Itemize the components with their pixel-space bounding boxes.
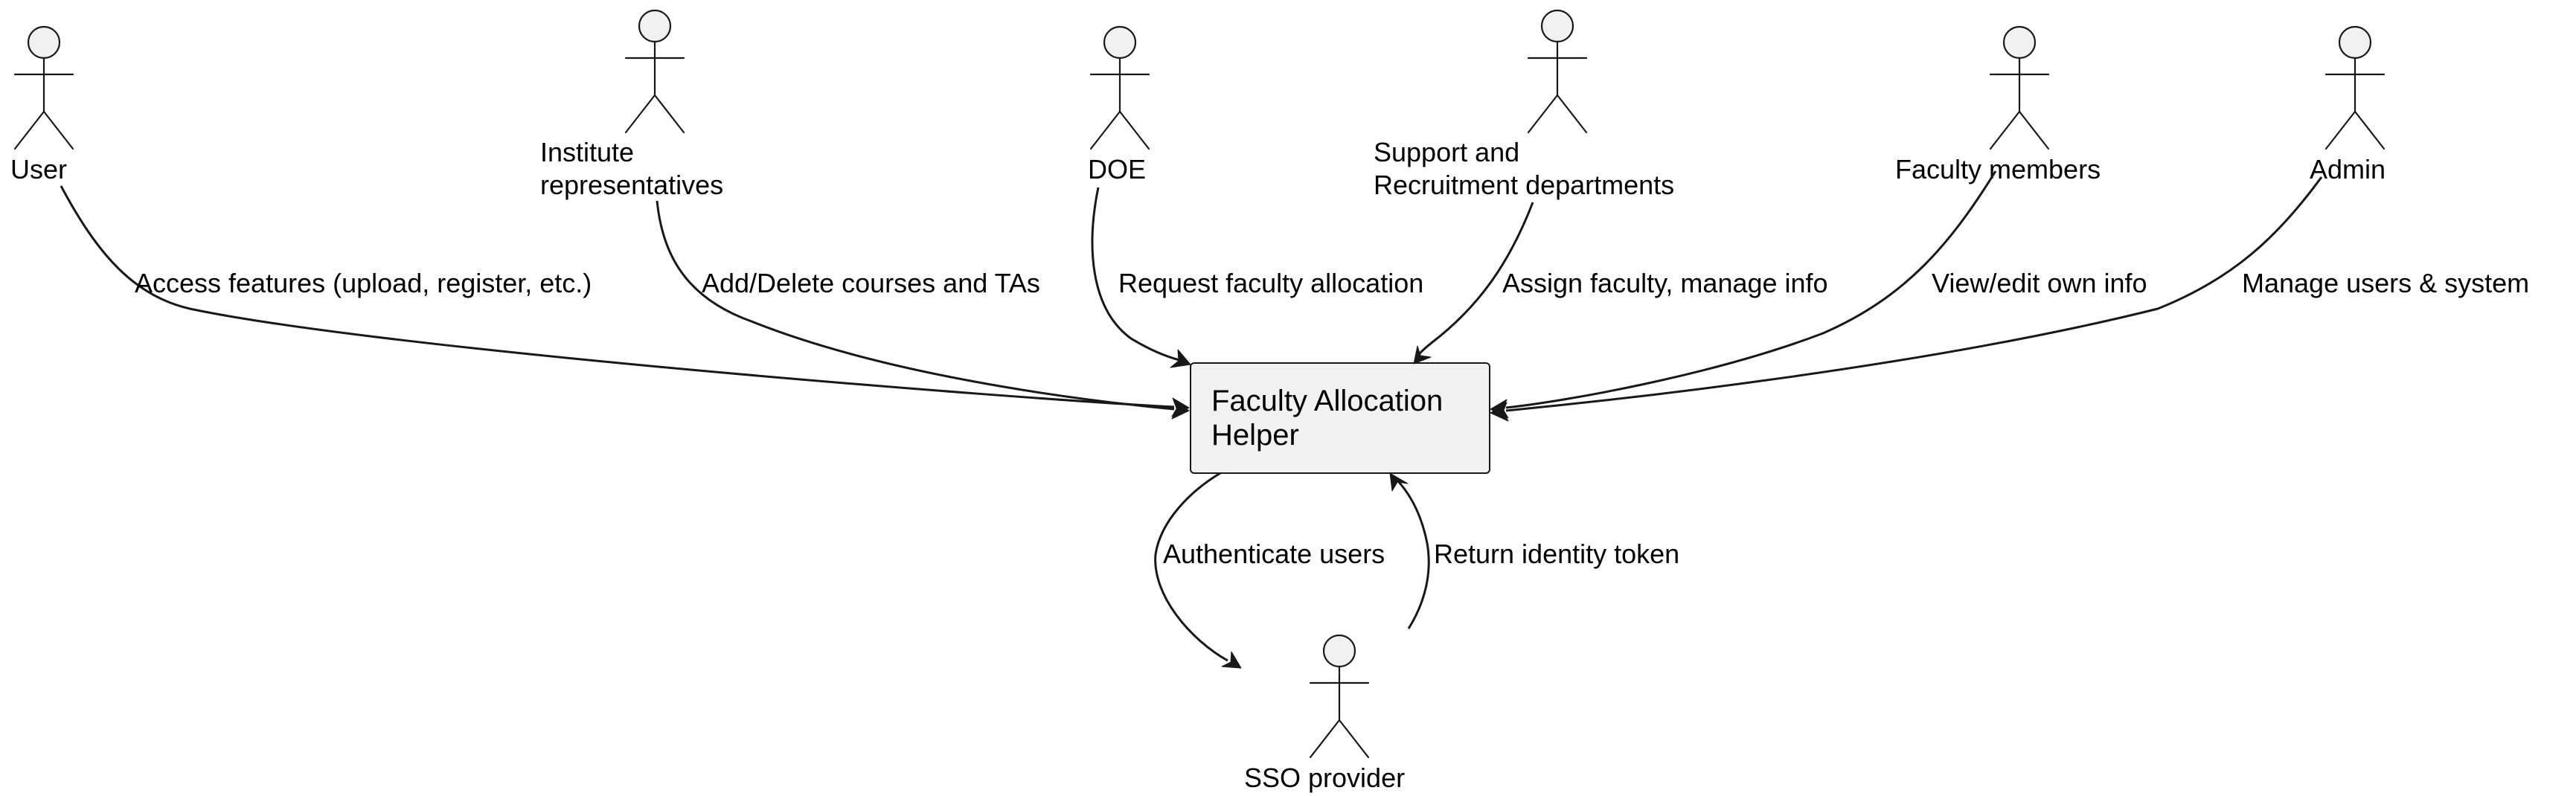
edge-faculty-label: View/edit own info <box>1932 268 2147 298</box>
actor-user-icon <box>13 25 74 150</box>
edge-token: Return identity token <box>1389 472 1679 629</box>
edge-institute-label: Add/Delete courses and TAs <box>702 268 1040 298</box>
actor-doe-icon <box>1089 25 1150 150</box>
edge-admin: Manage users & system <box>1490 176 2529 422</box>
actor-admin-icon <box>2325 25 2386 150</box>
actor-institute-icon <box>624 9 685 134</box>
actor-doe: DOE <box>1088 25 1150 184</box>
actor-support-icon <box>1527 9 1588 134</box>
actor-institute-label: Institute representatives <box>540 137 723 200</box>
edge-doe: Request faculty allocation <box>1091 187 1423 368</box>
edge-token-label: Return identity token <box>1434 539 1679 569</box>
edge-user: Access features (upload, register, etc.) <box>60 185 1190 417</box>
edge-authenticate-label: Authenticate users <box>1163 539 1385 569</box>
actor-sso-provider: SSO provider <box>1244 634 1405 793</box>
actor-support-label: Support and Recruitment departments <box>1374 137 1674 200</box>
edge-institute: Add/Delete courses and TAs <box>656 200 1190 420</box>
actor-user: User <box>10 25 74 184</box>
edge-authenticate-arrowhead <box>1221 651 1242 669</box>
actor-support-recruitment: Support and Recruitment departments <box>1374 9 1674 200</box>
edge-institute-arrowhead <box>1171 399 1190 420</box>
edge-user-label: Access features (upload, register, etc.) <box>135 268 592 298</box>
edge-support-arrowhead <box>1413 345 1432 365</box>
system-faculty-allocation-helper: Faculty Allocation Helper <box>1190 362 1490 474</box>
actor-user-label: User <box>10 154 67 184</box>
edge-support-label: Assign faculty, manage info <box>1502 268 1828 298</box>
edge-support: Assign faculty, manage info <box>1413 202 1828 365</box>
actor-institute-representatives: Institute representatives <box>540 9 723 200</box>
actor-admin-label: Admin <box>2310 154 2386 184</box>
edge-admin-label: Manage users & system <box>2242 268 2529 298</box>
edge-authenticate: Authenticate users <box>1154 472 1385 669</box>
actor-faculty-label: Faculty members <box>1895 154 2101 184</box>
edge-doe-arrowhead <box>1170 349 1191 368</box>
actor-faculty-icon <box>1989 25 2050 150</box>
actor-sso-icon <box>1309 634 1370 759</box>
actor-admin: Admin <box>2310 25 2386 184</box>
system-box <box>1190 362 1490 474</box>
edge-doe-label: Request faculty allocation <box>1118 268 1423 298</box>
actor-faculty-members: Faculty members <box>1895 25 2101 184</box>
actor-doe-label: DOE <box>1088 154 1146 184</box>
edge-admin-arrowhead <box>1490 402 1509 422</box>
edge-faculty: View/edit own info <box>1490 170 2147 419</box>
system-label: Faculty Allocation Helper <box>1211 385 1451 452</box>
actor-sso-label: SSO provider <box>1244 763 1405 793</box>
edge-token-arrowhead <box>1389 472 1409 492</box>
